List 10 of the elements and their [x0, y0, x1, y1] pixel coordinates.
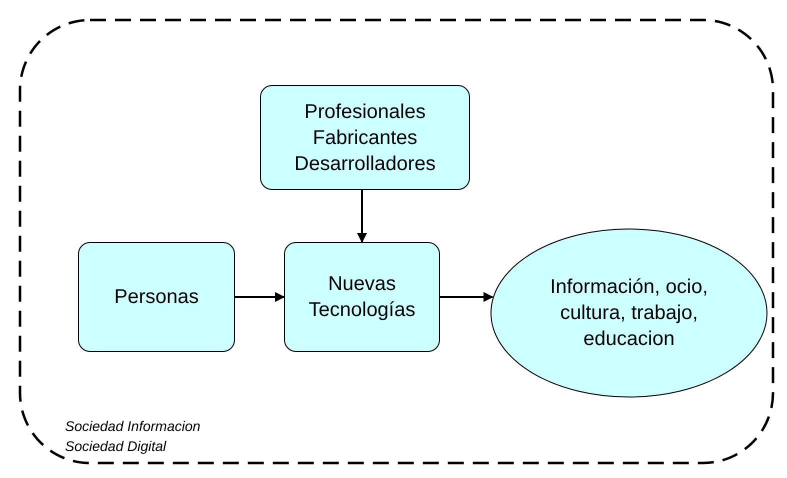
process-box: Profesionales Fabricantes Desarrolladores	[260, 85, 470, 190]
arrow	[357, 190, 367, 243]
arrow	[235, 292, 285, 302]
dashed-region	[18, 18, 775, 465]
note-text: Sociedad Informacion Sociedad Digital	[65, 417, 202, 456]
arrow	[440, 292, 494, 302]
ellipse-node	[490, 228, 768, 398]
process-box: Nuevas Tecnologías	[284, 242, 440, 352]
node-text: Información, ocio, cultura, trabajo, educacion	[549, 275, 709, 352]
process-box: Personas	[78, 242, 235, 352]
